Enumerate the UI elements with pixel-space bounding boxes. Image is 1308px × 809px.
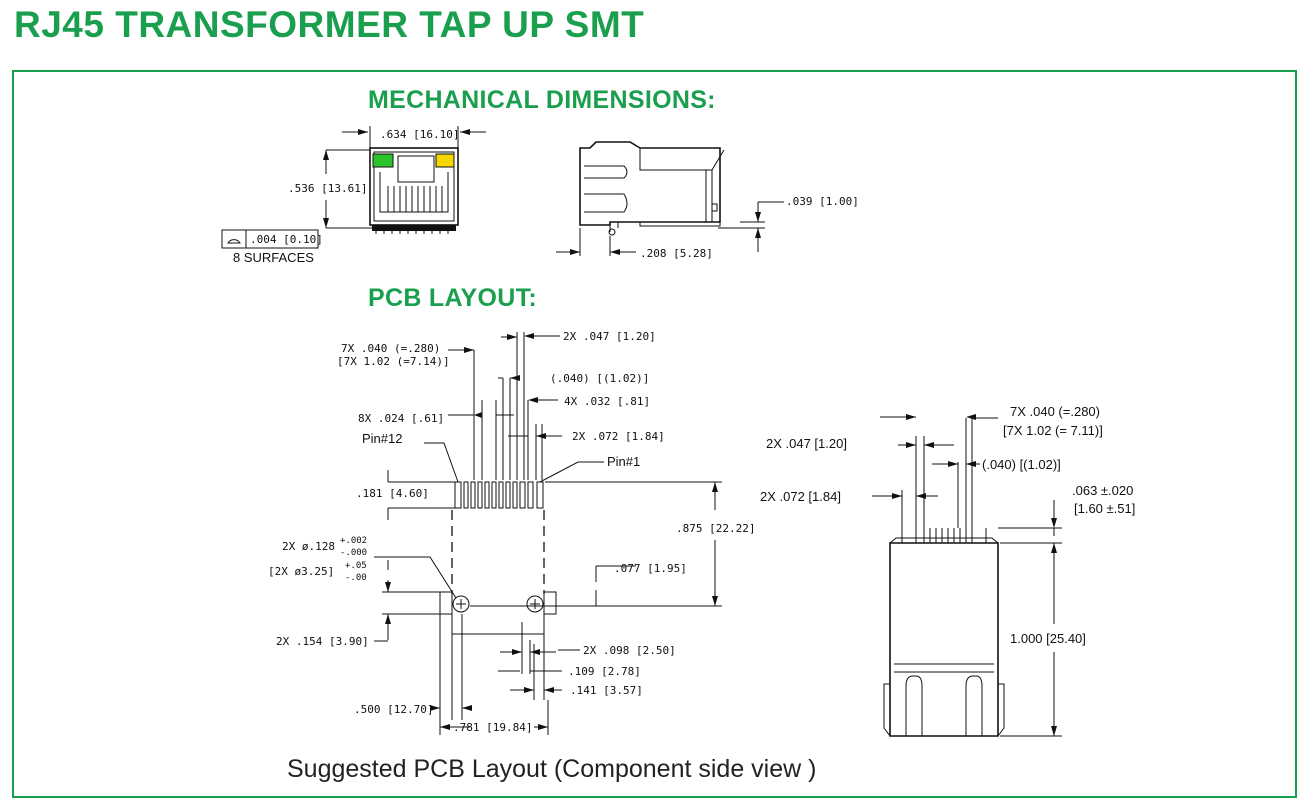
pcb-dim-109: .109 [2.78] <box>568 665 641 678</box>
pcb-pin-072: 2X .072 [1.84] <box>572 430 665 443</box>
pcb-dim-141: .141 [3.57] <box>570 684 643 697</box>
pcb-pin-024: 8X .024 [.61] <box>358 412 444 425</box>
drawing-frame <box>12 70 1297 798</box>
flatness-value: .004 [0.10] <box>250 233 323 246</box>
pcb-dim-781: .781 [19.84] <box>453 721 532 734</box>
led-yellow <box>435 153 455 168</box>
pcb-layout-heading: PCB LAYOUT: <box>368 284 538 312</box>
hole-dia-tol-minus: -.000 <box>340 548 367 558</box>
pcb-hole-098: 2X .098 [2.50] <box>583 644 676 657</box>
pcb-row-181: .181 [4.60] <box>356 487 429 500</box>
mounting-hole-left <box>439 591 470 615</box>
page-title: RJ45 TRANSFORMER TAP UP SMT <box>14 4 645 45</box>
mechanical-dimensions-heading: MECHANICAL DIMENSIONS: <box>368 86 716 114</box>
side-offset-dim: .039 [1.00] <box>786 195 859 208</box>
side-depth-dim: .208 [5.28] <box>640 247 713 260</box>
hole-dia-label: 2X ø.128 <box>282 540 335 553</box>
pcb-gap-040: (.040) [(1.02)] <box>550 372 649 385</box>
hole-dia-tol-plus: +.002 <box>340 536 367 546</box>
pcb-pin-032: 4X .032 [.81] <box>564 395 650 408</box>
top-view: 7X .040 (=.280) [7X 1.02 (= 7.11)] 2X .0… <box>760 404 1135 737</box>
pcb-pin-pads <box>454 481 544 509</box>
top-lead-063-mm: [1.60 ±.51] <box>1074 501 1135 516</box>
front-view: .634 [16.10] .536 [13.61] .004 [0.10] 8 … <box>221 126 486 265</box>
pcb-layout-caption: Suggested PCB Layout (Component side vie… <box>287 755 817 783</box>
pcb-pitch-7x-mm: [7X 1.02 (=7.14)] <box>337 355 450 368</box>
top-pitch-7x-mm: [7X 1.02 (= 7.11)] <box>1003 423 1103 438</box>
hole-dia-tol-mm-minus: -.00 <box>345 573 367 583</box>
pin1-label: Pin#1 <box>607 454 640 469</box>
pcb-hole-154: 2X .154 [3.90] <box>276 635 369 648</box>
pcb-pin-047: 2X .047 [1.20] <box>563 330 656 343</box>
pcb-offset-077: .077 [1.95] <box>614 562 687 575</box>
top-lead-063: .063 ±.020 <box>1072 483 1133 498</box>
top-pitch-7x-in: 7X .040 (=.280) <box>1010 404 1100 419</box>
pcb-layout: 7X .040 (=.280) [7X 1.02 (=7.14)] 2X .04… <box>268 330 755 735</box>
top-length-1000: 1.000 [25.40] <box>1010 631 1086 646</box>
pcb-depth-875: .875 [22.22] <box>676 522 755 535</box>
flatness-note: 8 SURFACES <box>233 250 314 265</box>
top-pin-047: 2X .047 [1.20] <box>766 436 847 451</box>
top-gap-040: (.040) [(1.02)] <box>982 457 1061 472</box>
hole-dia-label-mm: [2X ø3.25] <box>268 565 334 578</box>
hole-dia-tol-mm-plus: +.05 <box>345 561 367 571</box>
pcb-pitch-7x-in: 7X .040 (=.280) <box>341 342 440 355</box>
top-pin-072: 2X .072 [1.84] <box>760 489 841 504</box>
mounting-hole-right <box>526 591 557 615</box>
pin12-label: Pin#12 <box>362 431 402 446</box>
front-height-dim: .536 [13.61] <box>288 182 367 195</box>
side-view: .039 [1.00] .208 [5.28] <box>556 141 859 260</box>
led-green <box>372 153 394 168</box>
pcb-dim-500: .500 [12.70] <box>354 703 433 716</box>
front-width-dim: .634 [16.10] <box>380 128 459 141</box>
